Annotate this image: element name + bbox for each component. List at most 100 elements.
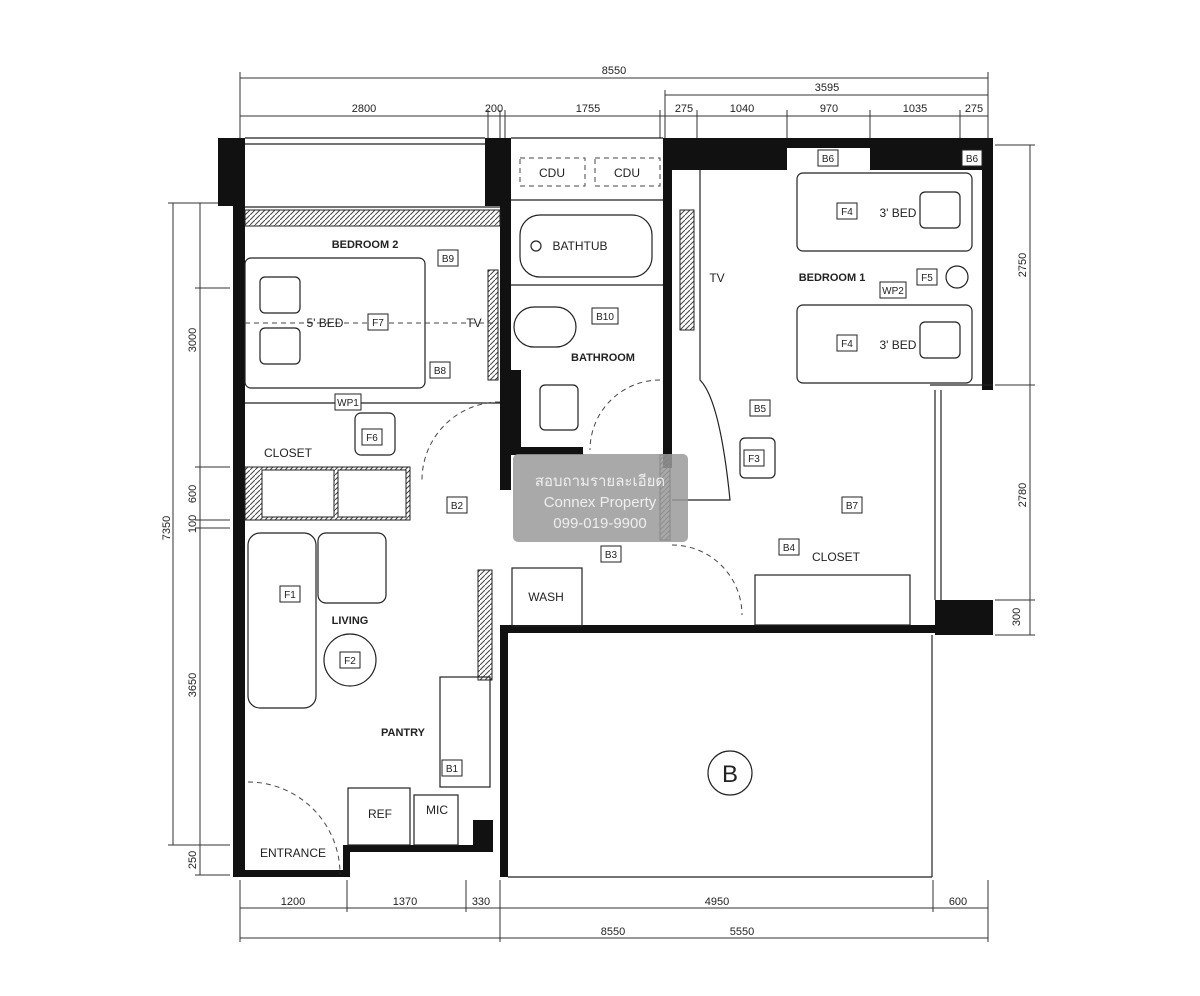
tag-f7: F7 [367,313,389,331]
bed-3ft-1 [796,172,973,252]
tag-wp1: WP1 [334,393,362,411]
cdu-label: CDU [614,166,640,180]
tag-b5: B5 [749,399,771,417]
dim-top-seg: 275 [675,103,693,115]
closet-label: CLOSET [264,446,313,460]
watermark: สอบถามรายละเอียด Connex Property 099-019… [513,454,688,542]
bed-3ft-label: 3' BED [880,338,917,352]
dim-top-seg: 970 [820,103,838,115]
dim-top-right-group: 3595 [815,82,839,94]
svg-text:B7: B7 [846,501,859,512]
watermark-line-1: สอบถามรายละเอียด [535,473,665,490]
tag-b8: B8 [429,361,451,379]
room-living: LIVING [332,615,369,627]
dim-top-seg: 1035 [903,103,927,115]
tag-f4: F4 [836,202,858,220]
bed-3ft-2 [796,304,973,384]
tag-f2: F2 [339,651,361,669]
furniture [244,157,973,875]
closet-label: CLOSET [812,550,861,564]
mic-label: MIC [426,803,448,817]
svg-text:F5: F5 [921,273,933,284]
svg-text:B10: B10 [596,312,614,323]
room-entrance: ENTRANCE [260,846,326,860]
dim-left-seg: 100 [187,515,199,533]
zone-b-marker [707,750,753,796]
bathtub [519,214,653,278]
dim-right-seg: 2750 [1017,253,1029,277]
svg-text:B1: B1 [446,764,459,775]
tag-b3: B3 [600,545,622,563]
tv-label: TV [709,271,724,285]
dim-top-seg: 275 [965,103,983,115]
left-dimensions: 7350 3000 600 100 3650 250 [161,202,230,876]
svg-text:F3: F3 [748,454,760,465]
svg-text:B6: B6 [822,154,835,165]
room-bedroom-2: BEDROOM 2 [332,239,399,251]
svg-text:B9: B9 [442,254,455,265]
tag-b4: B4 [778,538,800,556]
svg-text:WP1: WP1 [337,398,359,409]
fixture-labels: BATHTUB CDU CDU CLOSET CLOSET WASH REF M… [264,166,917,821]
basin [539,384,579,431]
dim-right-seg: 300 [1011,608,1023,626]
tag-b2: B2 [446,496,468,514]
svg-text:F2: F2 [344,656,356,667]
toilet [513,306,577,348]
tag-b9: B9 [437,249,459,267]
tv-label: TV [466,316,481,330]
dim-right-seg: 2780 [1017,483,1029,507]
svg-text:F4: F4 [841,339,853,350]
bed-3ft-label: 3' BED [880,206,917,220]
svg-text:F4: F4 [841,207,853,218]
tags: B1 B2 B3 B4 B5 B6 B6 B7 B8 B9 B10 F1 F2 … [279,149,983,777]
dim-bottom-seg: 4950 [705,896,729,908]
svg-text:B8: B8 [434,366,447,377]
tag-wp2: WP2 [879,281,907,299]
svg-text:B4: B4 [783,543,796,554]
tag-b10: B10 [591,307,619,325]
tag-b6: B6 [817,149,839,167]
svg-text:F6: F6 [366,433,378,444]
dim-bottom-seg: 1370 [393,896,417,908]
dim-bottom-seg: 1200 [281,896,305,908]
svg-text:B5: B5 [754,404,767,415]
tag-b6: B6 [961,149,983,167]
dim-left-seg: 250 [187,851,199,869]
room-bedroom-1: BEDROOM 1 [799,272,866,284]
dim-top-seg: 1040 [730,103,754,115]
watermark-line-3: 099-019-9900 [553,515,646,532]
dim-left-seg: 3000 [187,328,199,352]
svg-text:B2: B2 [451,501,464,512]
coffee-table [323,633,377,687]
dim-bottom-total: 8550 [601,926,625,938]
svg-text:B6: B6 [966,154,979,165]
watermark-line-2: Connex Property [544,494,657,511]
svg-text:F7: F7 [372,318,384,329]
balcony-zone-label: B [722,761,738,788]
stool [354,412,396,456]
ref-label: REF [368,807,392,821]
bathtub-label: BATHTUB [552,239,607,253]
top-dimensions: 8550 3595 2800 200 1755 275 1040 970 103… [239,65,989,138]
room-labels: BEDROOM 2 BEDROOM 1 BATHROOM LIVING PANT… [260,239,865,860]
dim-top-total: 8550 [602,65,626,77]
tag-f3: F3 [743,449,765,467]
dim-bottom-seg: 330 [472,896,490,908]
svg-text:F1: F1 [284,590,296,601]
dim-left-seg: 3650 [187,673,199,697]
tag-f4: F4 [836,334,858,352]
dim-bottom-total: 5550 [730,926,754,938]
svg-text:WP2: WP2 [882,286,904,297]
dim-top-seg: 1755 [576,103,600,115]
room-bathroom: BATHROOM [571,352,635,364]
right-dimensions: 2750 2780 300 [995,144,1035,636]
sofa [247,532,317,709]
dim-left-total: 7350 [161,516,173,540]
tag-b1: B1 [441,759,463,777]
svg-text:B3: B3 [605,550,618,561]
dim-top-seg: 2800 [352,103,376,115]
wash-label: WASH [528,590,564,604]
bed-5ft-label: 5' BED [307,316,344,330]
